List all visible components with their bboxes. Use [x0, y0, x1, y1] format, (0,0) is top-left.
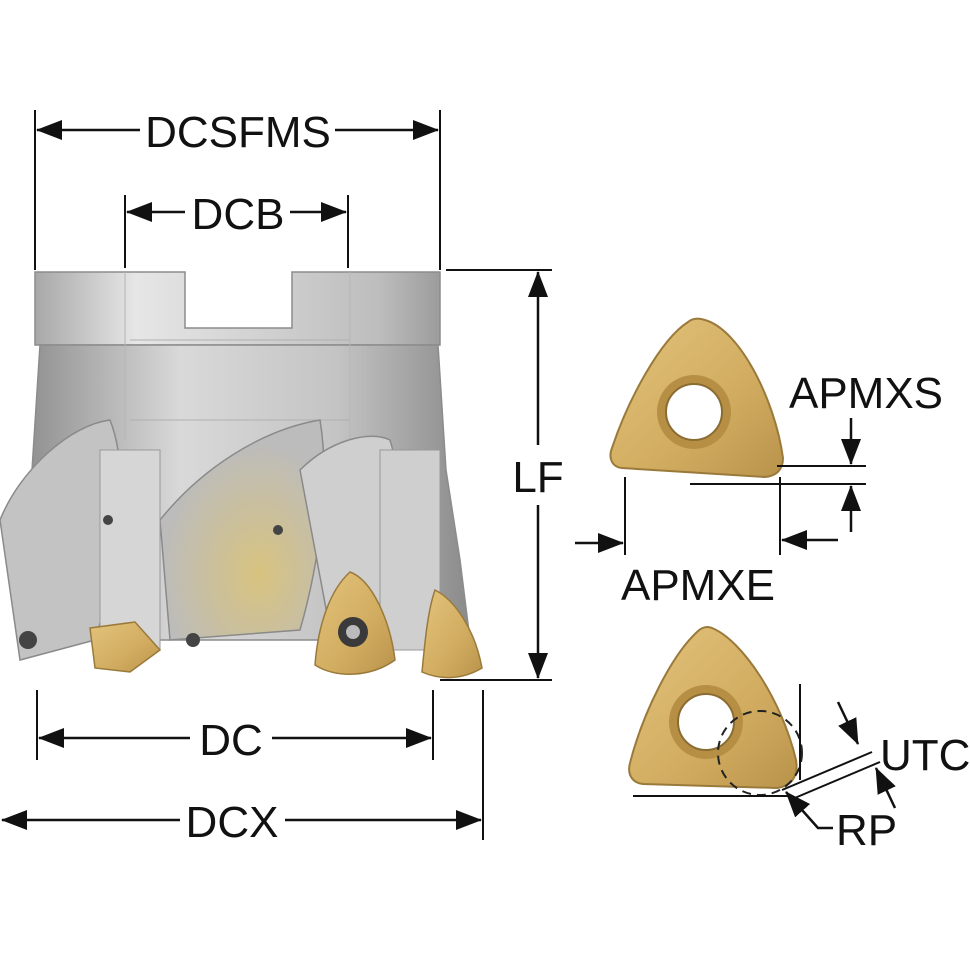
dimension-dcx: DCX: [1, 690, 484, 847]
cutter-insert-right: [421, 588, 483, 679]
insert-detail-bottom: [628, 626, 803, 796]
label-lf: LF: [512, 453, 563, 502]
dimension-dcsfms: DCSFMS: [34, 108, 441, 270]
cutter-body: [0, 271, 471, 661]
dimension-apmxs: APMXS: [690, 369, 943, 532]
label-dc: DC: [199, 716, 263, 765]
dimension-apmxe: APMXE: [575, 477, 838, 610]
cutter-insert-left: [89, 621, 162, 673]
dimension-lf: LF: [440, 269, 564, 681]
label-dcx: DCX: [186, 798, 279, 847]
dimension-dc: DC: [36, 690, 434, 765]
label-utcl: UTCL: [880, 731, 970, 780]
insert-detail-top: [609, 317, 785, 479]
cutter-insert-center: [314, 571, 396, 675]
label-apmxs: APMXS: [789, 369, 943, 418]
label-apmxe: APMXE: [621, 561, 775, 610]
dimension-dcb: DCB: [124, 190, 349, 268]
dimension-rp: RP: [785, 791, 897, 855]
label-dcb: DCB: [192, 190, 285, 239]
label-rp: RP: [836, 806, 897, 855]
label-dcsfms: DCSFMS: [145, 108, 331, 157]
